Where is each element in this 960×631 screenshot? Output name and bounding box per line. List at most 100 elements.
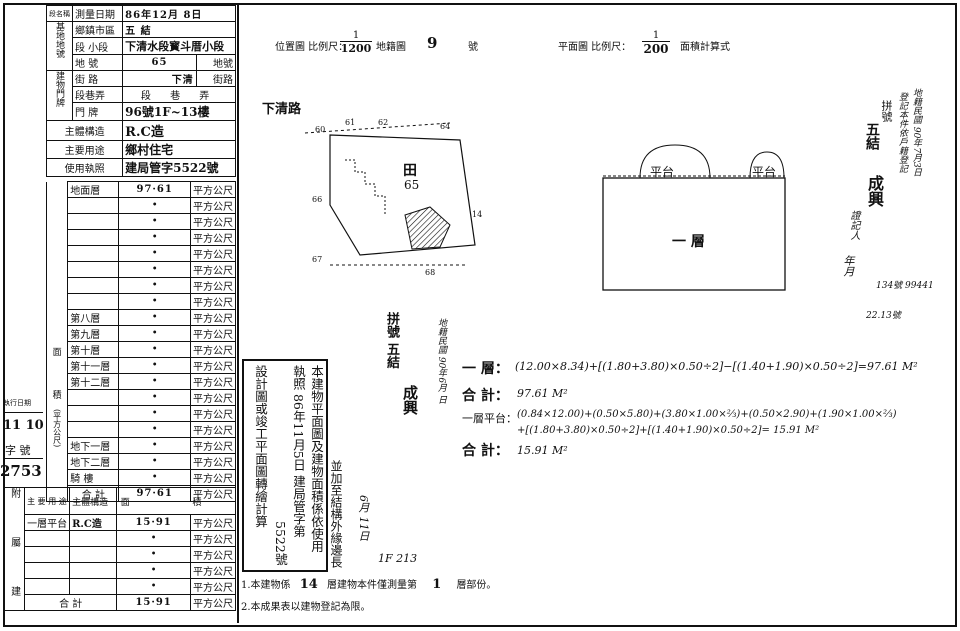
parcel-label: 64 (440, 122, 451, 131)
parcel-label: 61 (345, 118, 356, 127)
unit-label: 平方公尺 (189, 389, 237, 406)
calc-platform-b: +[(1.80+3.80)×0.50÷2]+[(1.40+1.90)×0.50÷… (517, 425, 820, 436)
note-1-floors: 14 (299, 577, 318, 592)
floor-plan (602, 144, 786, 291)
stamp-mid-2: 拼號 五結 (384, 312, 399, 369)
annex-area: 15·91 (116, 514, 191, 531)
blank-mark: • (118, 213, 191, 230)
certification-box: 本建物平面圖及建物面積係依使用 執照 86年11月5日 建局管字第 5522號 … (242, 359, 328, 572)
unit-label: 平方公尺 (189, 514, 237, 531)
blank-mark: • (116, 530, 191, 547)
survey-date: 86年12月 8日 (122, 5, 236, 22)
town: 五 結 (122, 21, 236, 38)
strip-divider (3, 458, 43, 459)
note-1-floor: 1 (432, 577, 442, 592)
area-side-label-2: 積 (52, 391, 62, 402)
land-no: 65 (122, 54, 197, 71)
note-2: 2.本成果表以建物登記為限。 (241, 602, 371, 613)
note-1: 1.本建物係 14 層建物本件僅測量第 1 層部份。 (241, 576, 496, 592)
stamp-mid-5: 1F 213 (378, 552, 418, 565)
map-number-suffix: 號 (468, 42, 478, 53)
annex-total-label: 合 計 (24, 594, 118, 611)
ground-floor-label: 地面層 (67, 181, 120, 198)
survey-date-label: 測量日期 (71, 5, 124, 22)
cert-line-4: 設計圖或竣工平面圖轉繪計算 (253, 365, 268, 528)
note-1-prefix: 1.本建物係 (241, 580, 291, 591)
hand-note-2: 22.13號 (866, 311, 901, 321)
blank-mark: • (118, 197, 191, 214)
unit-label: 平方公尺 (189, 261, 237, 278)
parcel-name: 田 (403, 163, 417, 179)
area-side-label: 面 (52, 348, 62, 359)
blank-mark: • (118, 373, 191, 390)
lane-value: 段 巷 弄 (122, 86, 236, 103)
blank-mark: • (118, 357, 191, 374)
stamp-right-5: 成興 (865, 175, 884, 207)
site-location-map (304, 122, 476, 266)
unit-label: 平方公尺 (189, 341, 237, 358)
plan-scale-num: 1 (652, 30, 660, 41)
unit-label: 平方公尺 (189, 469, 237, 486)
floor-11-label: 第十一層 (67, 357, 120, 374)
unit-label: 平方公尺 (189, 421, 237, 438)
unit-label: 平方公尺 (189, 578, 237, 595)
annex-use: 一層平台 (24, 514, 71, 531)
floor-10-label: 第十層 (67, 341, 120, 358)
unit-label: 平方公尺 (189, 181, 237, 198)
section-divider (237, 3, 239, 623)
calc-floor1-label: 一 層： (462, 361, 509, 377)
stamp-mid-4: 6月 11日 (357, 495, 370, 542)
basement-1-label: 地下一層 (67, 437, 120, 454)
usage-label: 主要用途 (45, 140, 124, 159)
plan-scale-label: 平面圖 比例尺： (558, 42, 632, 53)
parcel-label: 60 (315, 125, 326, 134)
area-table: 面 積 (平方公尺) 地面層 97·61 平方公尺 •平方公尺 •平方公尺 •平… (45, 181, 237, 502)
door-no: 96號1F~13樓 (122, 102, 236, 121)
blank-mark: • (118, 277, 191, 294)
form-frame (3, 3, 957, 627)
blank-mark: • (116, 546, 191, 563)
unit-label: 平方公尺 (189, 277, 237, 294)
section-label: 段名稱 (46, 5, 73, 22)
stamp-right-7: 年月 (842, 255, 855, 277)
stamp-right-3: 拼號 (880, 100, 893, 122)
unit-label: 平方公尺 (189, 293, 237, 310)
parcel-label: 67 (312, 255, 323, 264)
unit-label: 平方公尺 (189, 213, 237, 230)
blank-mark: • (118, 325, 191, 342)
number-value: 2753 (0, 462, 42, 480)
platform-label-right: 平台 (752, 165, 777, 179)
cert-side-note: 並加至結構外緣邊長 (329, 460, 343, 568)
blank-mark: • (118, 469, 191, 486)
floor-9-label: 第九層 (67, 325, 120, 342)
blank-mark: • (118, 437, 191, 454)
cert-line-3: 5522號 (273, 521, 288, 566)
unit-label: 平方公尺 (189, 594, 237, 611)
calc-total2: 15.91 M² (517, 444, 568, 457)
stamp-mid-1: 地籍民國 90年6月 日 (436, 318, 446, 404)
cert-line-2: 執照 86年11月5日 建局管字第 (291, 365, 306, 538)
area-side-unit: (平方公尺) (52, 409, 62, 448)
ground-floor-area: 97·61 (118, 181, 191, 198)
exec-date-label: 執行日期 (3, 399, 31, 407)
unit-label: 平方公尺 (189, 325, 237, 342)
unit-label: 平方公尺 (189, 197, 237, 214)
annex-side-label: 附 屬 建 物 (2, 487, 26, 611)
stamp-right-2: 登記本件依戶籍登記 (897, 92, 907, 173)
unit-label: 平方公尺 (189, 309, 237, 326)
unit-label: 平方公尺 (189, 245, 237, 262)
annex-table: 附 屬 建 物 主 要 用 途 主體構造 面 積 一層平台 R.C造 15·91… (2, 487, 237, 611)
unit-label: 平方公尺 (189, 405, 237, 422)
unit-label: 平方公尺 (189, 546, 237, 563)
parcel-number: 65 (404, 178, 420, 192)
usage: 鄉村住宅 (122, 140, 236, 159)
blank-mark: • (116, 578, 191, 595)
land-no-label: 地 號 (71, 54, 124, 71)
calc-total2-label: 合 計： (462, 443, 509, 459)
town-label: 鄉鎮市區 (71, 21, 124, 38)
number-label: 字 號 (5, 444, 31, 457)
note-1-suffix: 層部份。 (456, 580, 497, 591)
blank-mark: • (118, 245, 191, 262)
parcel-label: 68 (425, 268, 436, 277)
blank-mark: • (118, 453, 191, 470)
